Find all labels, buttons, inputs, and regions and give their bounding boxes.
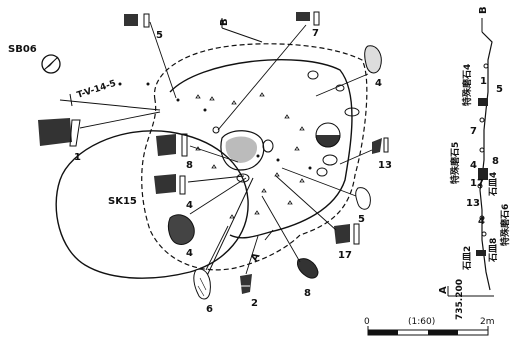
artifact-number: 1	[74, 152, 81, 163]
profile-number: 8	[492, 156, 499, 167]
artifact-number: 4	[375, 78, 382, 89]
small-points	[118, 82, 312, 170]
pit-sk15-outline	[55, 130, 249, 279]
artifact-number: 5	[156, 30, 163, 41]
north-arrow-icon	[41, 54, 61, 74]
artifact-number: 2	[251, 298, 258, 309]
artifact-4-right	[315, 45, 382, 97]
artifact-number: 7	[312, 28, 319, 39]
profile-number: 7	[470, 126, 477, 137]
artifact-number: 17	[338, 250, 352, 261]
profile-section	[447, 18, 494, 297]
artifact-number: 8	[304, 288, 311, 299]
profile-number: 4	[470, 160, 477, 171]
scale-bar	[367, 326, 489, 336]
artifact-number: 6	[206, 304, 213, 315]
artifact-13	[339, 137, 389, 165]
scale-end: 2m	[480, 317, 495, 327]
artifact-number: 5	[358, 214, 365, 225]
artifact-5-right	[281, 167, 371, 210]
artifact-2	[240, 235, 259, 294]
artifact-number: 4	[186, 248, 193, 259]
section-a-profile-label: A	[438, 286, 449, 294]
dwelling-floor-outline	[169, 58, 353, 239]
profile-label-special-stone-5: 特殊磨石5	[449, 142, 461, 184]
profile-number: 4	[478, 216, 485, 227]
artifact-5-top	[124, 13, 177, 99]
artifact-1	[38, 111, 161, 147]
profile-label-stone-plate-4: 石皿4	[488, 172, 499, 197]
artifact-8-left	[156, 133, 239, 163]
artifact-7	[217, 11, 320, 131]
artifact-4-bottom-left	[167, 177, 247, 245]
section-b-label: B	[219, 18, 230, 26]
elevation-label: 735.200	[455, 279, 465, 320]
section-b-profile-label: B	[478, 6, 489, 14]
scale-ratio: (1:60)	[408, 317, 435, 327]
profile-number: 1	[480, 76, 487, 87]
pit-label: SK15	[108, 196, 137, 207]
artifact-8-bottom	[261, 195, 319, 279]
artifact-number: 8	[186, 160, 193, 171]
grid-point-marker	[59, 93, 161, 111]
section-b-marker	[221, 18, 263, 43]
profile-label-stone-plate-8: 石皿8	[488, 238, 499, 263]
grid-label: T-V-14-5	[76, 79, 118, 101]
profile-label-special-stone-6: 特殊磨石6	[499, 204, 511, 246]
profile-number: 13	[466, 198, 480, 209]
section-a-line	[204, 177, 274, 281]
artifact-17	[275, 175, 360, 245]
artifact-4-mid	[154, 174, 245, 195]
artifact-number: 4	[186, 200, 193, 211]
profile-number: 5	[496, 84, 503, 95]
artifact-6	[193, 225, 229, 300]
hearth-area	[220, 130, 265, 171]
scale-zero: 0	[364, 317, 370, 327]
site-label: SB06	[8, 44, 37, 55]
profile-label-special-stone-4: 特殊磨石4	[461, 64, 473, 106]
profile-number: 17	[470, 178, 484, 189]
profile-label-stone-plate-2: 石皿2	[462, 246, 473, 271]
artifact-number: 13	[378, 160, 392, 171]
in-situ-stones	[212, 70, 360, 183]
